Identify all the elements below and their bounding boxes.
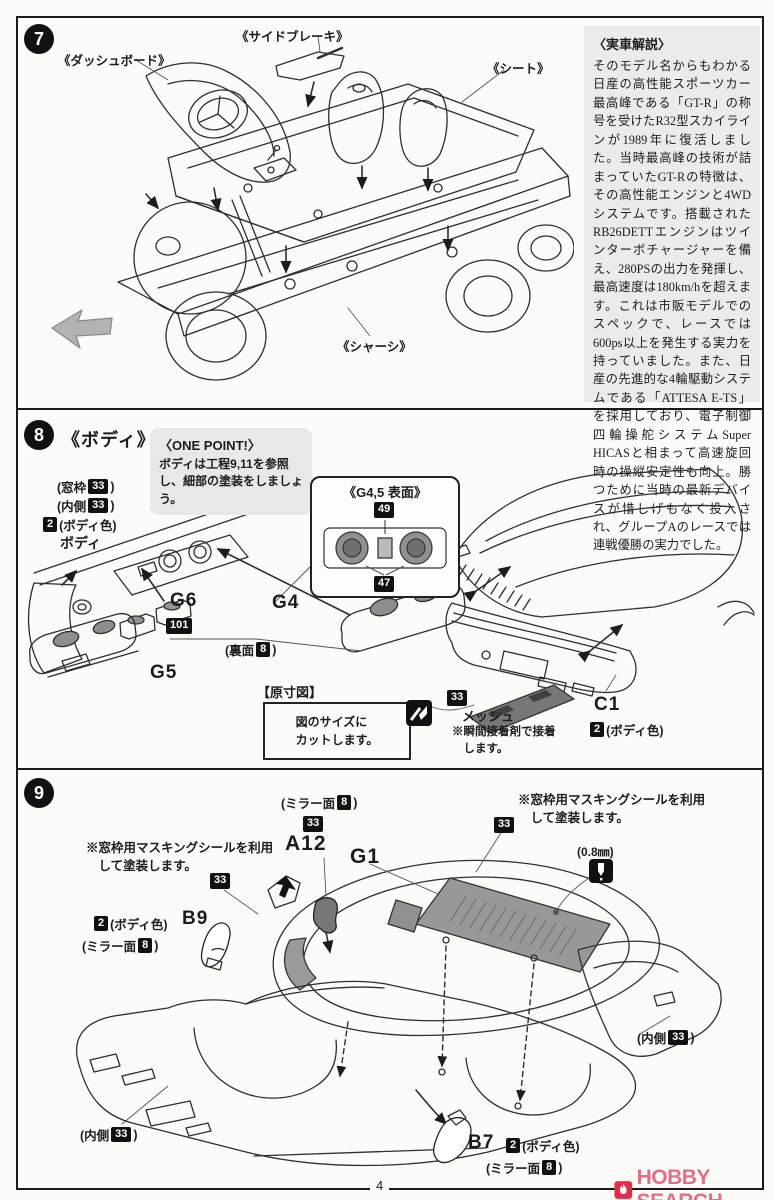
paint-note-window-frame: (窓枠 33 ) xyxy=(57,478,115,495)
part-label-g1: G1 xyxy=(350,845,381,868)
color-badge-33: 33 xyxy=(88,497,109,514)
interior-tub-part xyxy=(168,84,534,242)
assembly-arrows xyxy=(146,82,454,274)
part-label-b9: B9 xyxy=(182,908,209,929)
body-rear-deck xyxy=(578,941,721,1056)
flame-icon xyxy=(614,1181,633,1199)
a12-part xyxy=(314,898,338,954)
brand-text: HOBBY SEARCH xyxy=(636,1166,723,1200)
commentary-title: 〈実車解説〉 xyxy=(593,37,672,52)
mesh-label: メッシュ xyxy=(462,709,515,724)
chassis-label: 《シャーシ》 xyxy=(337,340,412,354)
body-shell-underside xyxy=(268,860,659,1035)
chassis-part xyxy=(118,148,574,380)
b7-mirror-part xyxy=(416,1090,471,1163)
a12-mirror-face-note: (ミラー面 8 ) xyxy=(281,794,358,811)
part-label-g5: G5 xyxy=(150,662,178,683)
commentary-body: そのモデル名からもわかる日産の高性能スポーツカー最高峰である「GT-R」の称号を… xyxy=(593,59,751,553)
side-brake-label: 《サイドブレーキ》 xyxy=(236,30,349,44)
mesh-glue-note: ※瞬間接着剤で接着します。 xyxy=(452,726,556,755)
part-label-a12: A12 xyxy=(285,832,327,855)
part-label-b7: B7 xyxy=(468,1132,495,1153)
one-point-title: 〈ONE POINT!〉 xyxy=(159,438,261,453)
g45-panel-title: 《G4,5 表面》 xyxy=(343,485,427,500)
actual-size-title: 【原寸図】 xyxy=(257,685,323,700)
step7-number-badge: 7 xyxy=(24,24,54,54)
b9-mirror-face-note: (ミラー面 8 ) xyxy=(82,937,159,954)
dashboard-label: 《ダッシュボード》 xyxy=(58,54,171,68)
step8-arrows xyxy=(62,549,350,615)
paint-note-inner: (内側 33 ) xyxy=(57,497,115,514)
masking-note-right: ※窓枠用マスキングシールを利用して塗装します。 xyxy=(518,793,706,826)
part-label-g4: G4 xyxy=(272,592,300,613)
g45-surface-panel: 《G4,5 表面》 49 47 xyxy=(310,476,460,598)
color-badge-2: 2 xyxy=(506,1137,521,1154)
step8-number-badge: 8 xyxy=(24,420,54,450)
seat-parts xyxy=(329,72,447,166)
step9-section-box xyxy=(16,768,764,1190)
label-leader-lines xyxy=(136,36,504,336)
page-number: 4 xyxy=(370,1178,390,1193)
tail-lamp-face-drawing xyxy=(322,520,450,576)
color-badge-8: 8 xyxy=(337,794,352,811)
left-window-frame-badge-33: 33 xyxy=(210,873,231,889)
paint-note-back-face: (裏面 8 ) xyxy=(225,641,277,658)
color-badge-8: 8 xyxy=(256,641,271,658)
color-badge-33: 33 xyxy=(111,1126,132,1143)
direction-arrow xyxy=(52,310,112,348)
paint-badge-47: 47 xyxy=(374,576,395,592)
step8-leader-lines xyxy=(170,567,616,710)
b7-mirror-face-note: (ミラー面 8 ) xyxy=(486,1159,563,1176)
one-point-body: ボディは工程9,11を参照し、細部の塗装をしましょう。 xyxy=(159,457,304,506)
mesh-icon xyxy=(406,700,432,726)
a12-paint-badge-33: 33 xyxy=(303,816,324,832)
side-brake-part xyxy=(276,48,344,80)
color-badge-8: 8 xyxy=(138,937,153,954)
mesh-paint-badge-33: 33 xyxy=(447,690,468,706)
mesh-part xyxy=(470,685,574,733)
step8-diagram xyxy=(18,455,758,767)
drill-hole-icon xyxy=(589,859,613,883)
dashboard-part xyxy=(146,63,296,182)
masking-note-left: ※窓枠用マスキングシールを利用して塗装します。 xyxy=(86,841,274,874)
paint-badge-49: 49 xyxy=(374,502,395,518)
color-badge-2: 2 xyxy=(590,721,605,738)
seat-label: 《シート》 xyxy=(487,62,550,76)
step7-exploded-diagram xyxy=(18,18,574,408)
b9-body-color-note: 2 (ボディ色) xyxy=(94,914,168,933)
color-badge-33: 33 xyxy=(88,478,109,495)
b9-mirror-part xyxy=(201,923,230,970)
step9-number-badge: 9 xyxy=(24,778,54,808)
hobby-search-watermark: HOBBY SEARCH xyxy=(614,1166,775,1200)
color-badge-2: 2 xyxy=(43,516,58,533)
color-badge-33: 33 xyxy=(668,1029,689,1046)
b7-body-color-note: 2 (ボディ色) xyxy=(506,1136,580,1155)
inner-paint-note-right: (内側 33 ) xyxy=(637,1029,695,1046)
bumper-hood-arrows xyxy=(463,566,624,663)
step9-diagram xyxy=(18,772,758,1184)
part-label-c1: C1 xyxy=(594,694,621,715)
real-car-commentary: 〈実車解説〉 そのモデル名からもわかる日産の高性能スポーツカー最高峰である「GT… xyxy=(584,26,760,552)
dashed-assembly-arrows xyxy=(336,946,534,1102)
hole-size-label: (0.8㎜) xyxy=(577,845,614,859)
paint-note-body-color: 2 (ボディ色) xyxy=(43,515,117,534)
step8-title: 《ボディ》 xyxy=(62,430,156,450)
one-point-box: 〈ONE POINT!〉 ボディは工程9,11を参照し、細部の塗装をしましょう。 xyxy=(150,428,312,516)
paint-badge-101: 101 xyxy=(166,618,193,634)
cut-note-line1: 図のサイズに xyxy=(295,715,368,729)
color-badge-8: 8 xyxy=(542,1159,557,1176)
inner-paint-note-left: (内側 33 ) xyxy=(80,1126,138,1143)
actual-size-box: 図のサイズに カットします。 xyxy=(263,702,411,760)
color-badge-2: 2 xyxy=(94,915,109,932)
body-part-label: ボディ xyxy=(60,535,102,551)
window-frame-badge-33: 33 xyxy=(494,817,515,833)
part-label-g6: G6 xyxy=(170,590,198,611)
body-front-nose xyxy=(448,469,754,625)
cut-note-line2: カットします。 xyxy=(295,733,379,747)
c1-body-color-note: 2 (ボディ色) xyxy=(590,720,664,739)
